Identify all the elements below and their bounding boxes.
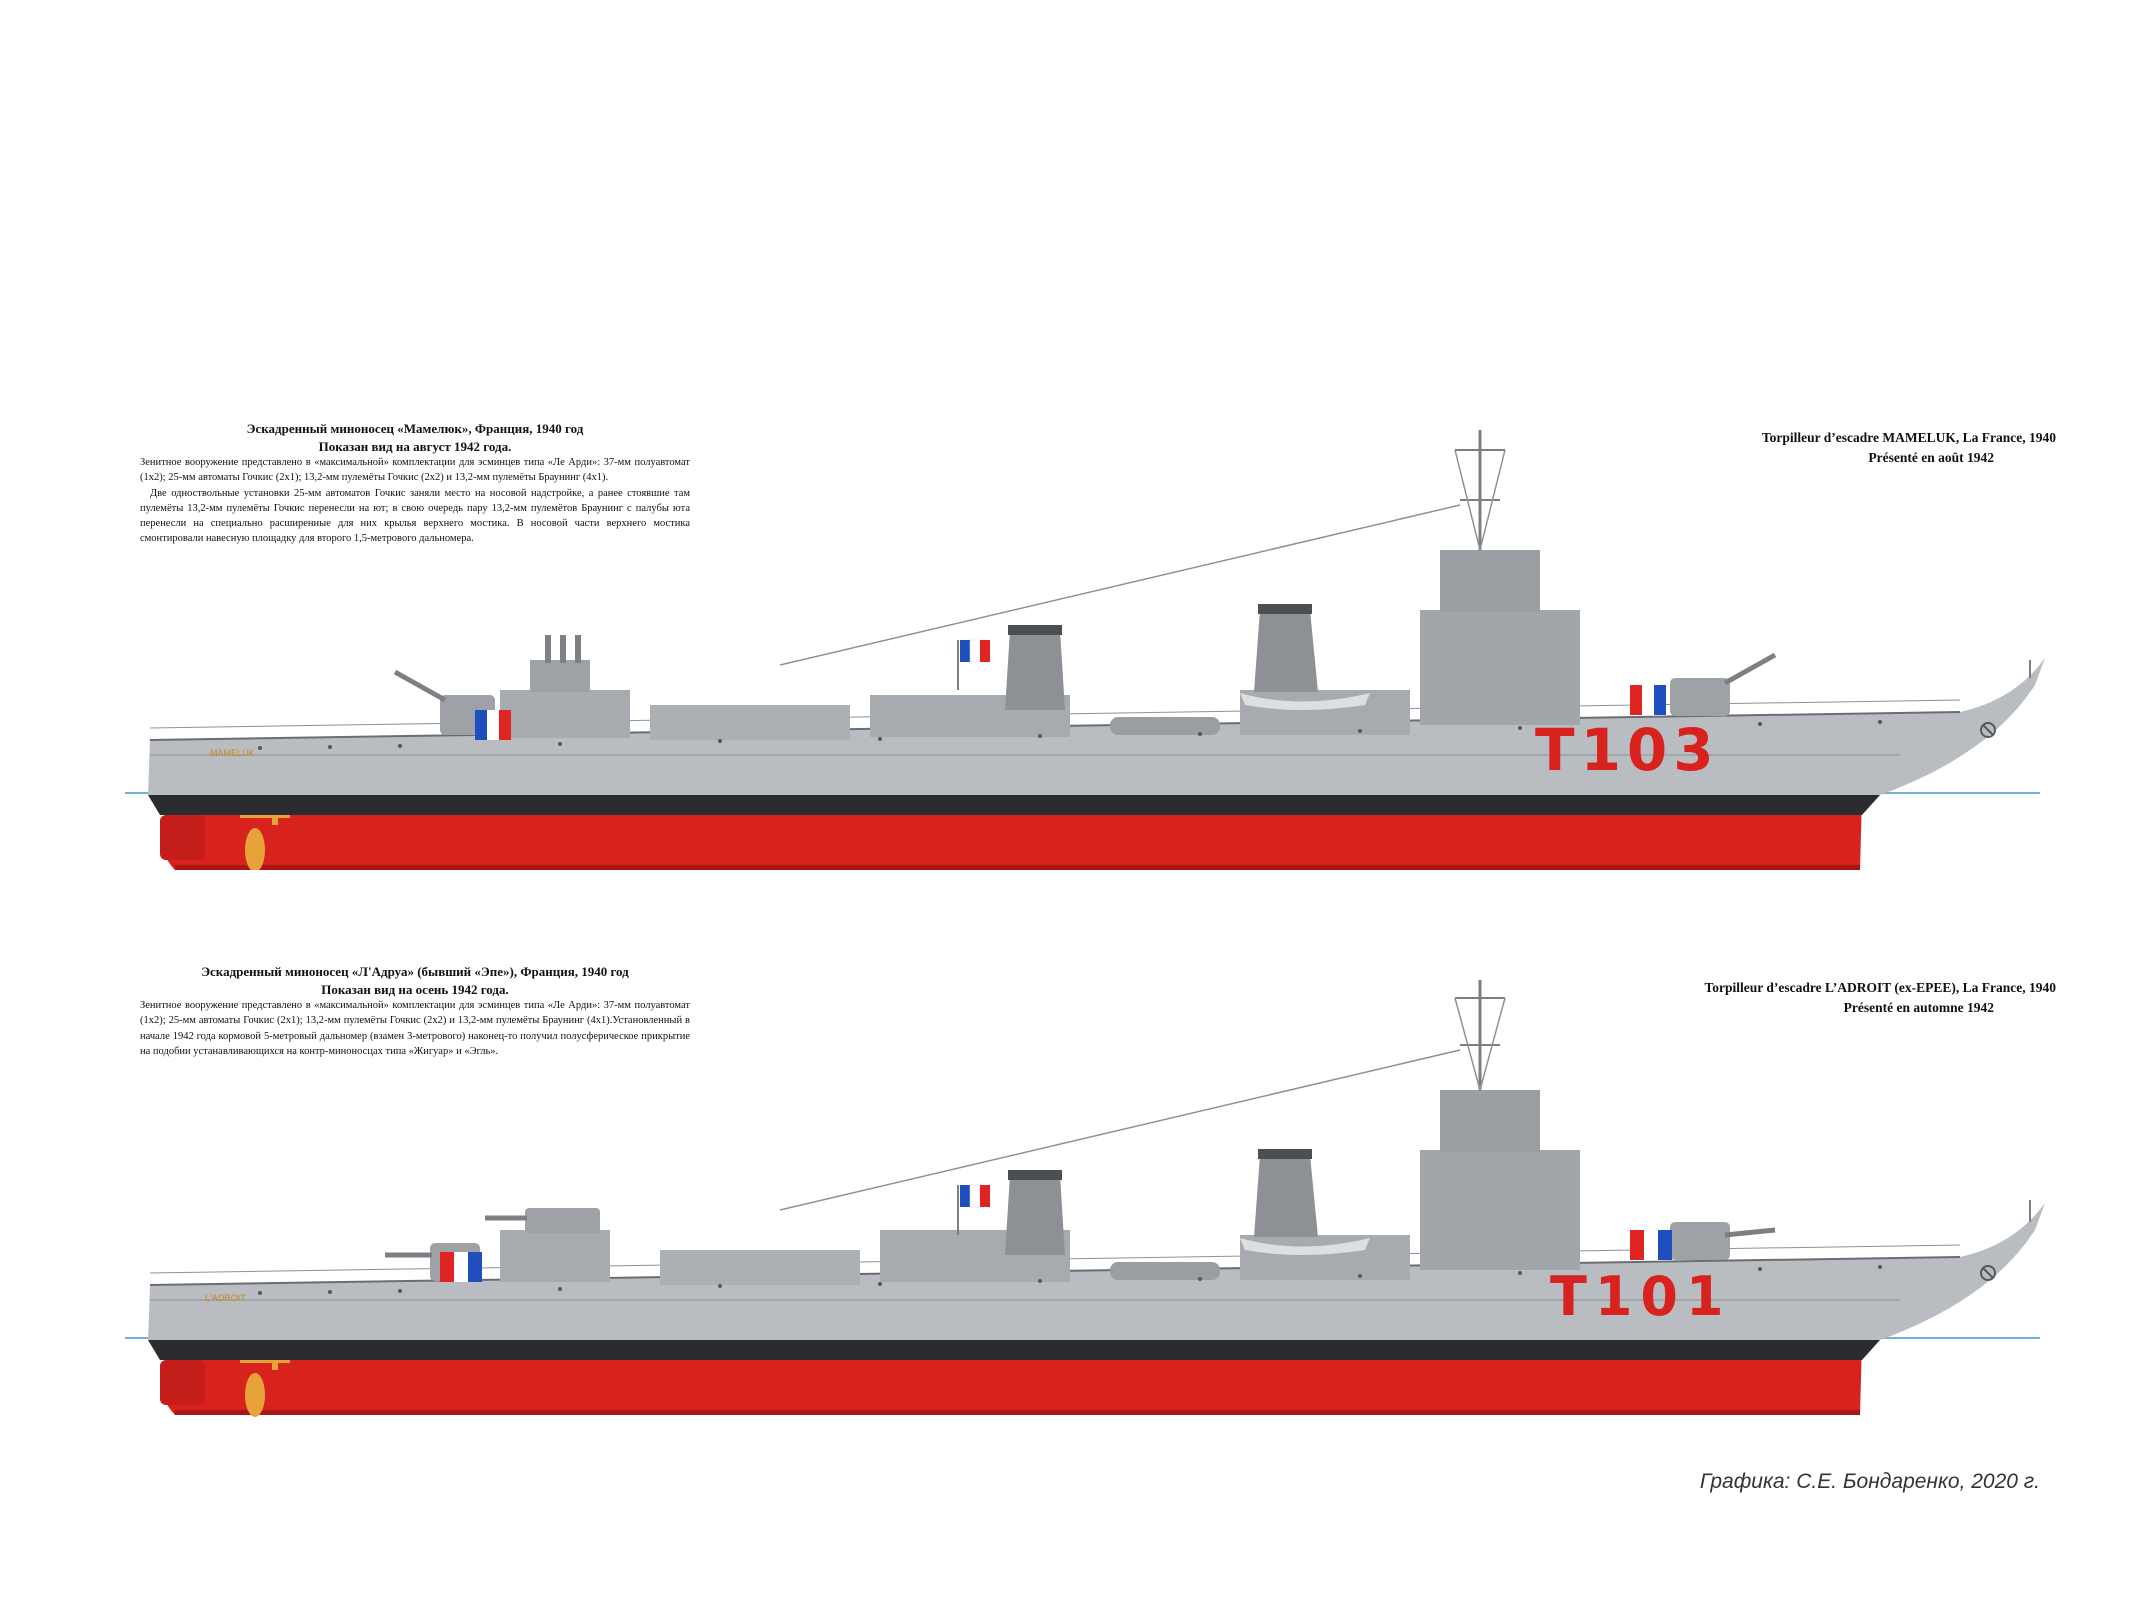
hull-number-t103: T103 [1535,716,1720,784]
fr-caption-1: Torpilleur d’escadre MAMELUK, La France,… [1636,428,2056,469]
anchor-icon [1980,722,1996,738]
ru-subtitle-2: Показан вид на осень 1942 года. [321,981,509,997]
bridge-upper [1440,1090,1540,1152]
ru-title-2: Эскадренный миноносец «Л'Адруа» (бывший … [201,964,629,979]
aft-rangefinder-mount [485,1208,600,1233]
ru-description-1: Эскадренный миноносец «Мамелюк», Франция… [140,420,690,546]
bridge [1420,1150,1580,1270]
hull-number-t101: T101 [1550,1265,1732,1328]
fr-subtitle-2: Présenté en automne 1942 [1843,1000,1994,1016]
aerial-wire [779,1049,1461,1211]
aft-funnel [1005,630,1065,710]
torpedo-tubes [1110,1262,1220,1280]
ru-paragraph: Зенитное вооружение представлено в «макс… [140,457,690,484]
ship-profile-mameluk: T103 MAMELUK [125,430,2045,870]
tricolour-band-aft [440,1252,482,1282]
bridge-upper [1440,550,1540,612]
ru-description-2: Эскадренный миноносец «Л'Адруа» (бывший … [140,963,690,1059]
bridge [1420,610,1580,725]
fr-title-1: Torpilleur d’escadre MAMELUK, La France,… [1761,430,2056,445]
ru-paragraph: Зенитное вооружение представлено в «макс… [140,1000,690,1057]
mast [1454,980,1506,1091]
tricolour-band-fwd [1630,685,1666,715]
fwd-gun-turret [1670,1222,1776,1260]
boot-topping [148,795,1880,815]
stern-name-mameluk: MAMELUK [210,748,255,758]
stern-name-ladroit: L'ADROIT [205,1293,246,1303]
ships-boat [1240,1238,1370,1255]
rudder [160,815,205,860]
aft-deckhouse [660,1250,860,1285]
aft-superfiring-mount [530,635,590,692]
fr-subtitle-1: Présenté en août 1942 [1868,450,1994,466]
tricolour-band-aft [475,710,511,740]
tricolour-band-fwd [1630,1230,1672,1260]
aft-superstructure [500,1230,610,1282]
ships-boat [1240,693,1370,710]
boot-topping [148,1340,1880,1360]
aerial-wire [779,504,1461,666]
portholes [258,720,1882,750]
fwd-superstructure [1240,690,1410,735]
hull-topside [148,1203,2045,1340]
fwd-superstructure [1240,1235,1410,1280]
portholes [258,1265,1882,1295]
hull-topside [148,658,2045,795]
fwd-funnel [1254,1155,1318,1237]
aft-funnel [1005,1175,1065,1255]
ru-title-1: Эскадренный миноносец «Мамелюк», Франция… [246,421,584,436]
anchor-icon [1980,1265,1996,1281]
antifouling-hull [161,795,1863,870]
artist-credit: Графика: С.Е. Бондаренко, 2020 г. [1699,1470,2040,1493]
ship-profile-ladroit: T101 L'ADROIT [125,980,2045,1417]
antifouling-hull [161,1340,1863,1415]
fr-title-2: Torpilleur d’escadre L’ADROIT (ex-EPEE),… [1704,980,2056,995]
fr-caption-2: Torpilleur d’escadre L’ADROIT (ex-EPEE),… [1636,978,2056,1019]
fwd-gun-turret [1670,652,1777,716]
rudder [160,1360,205,1405]
aft-deckhouse [650,705,850,740]
torpedo-tubes [1110,717,1220,735]
french-ensign-icon [957,639,990,690]
ru-subtitle-1: Показан вид на август 1942 года. [318,438,512,454]
ru-paragraph: Две одноствольные установки 25-мм автома… [140,487,690,545]
mast [1454,430,1506,551]
french-ensign-icon [957,1184,990,1235]
aft-superstructure [500,690,630,738]
fwd-funnel [1254,610,1318,692]
